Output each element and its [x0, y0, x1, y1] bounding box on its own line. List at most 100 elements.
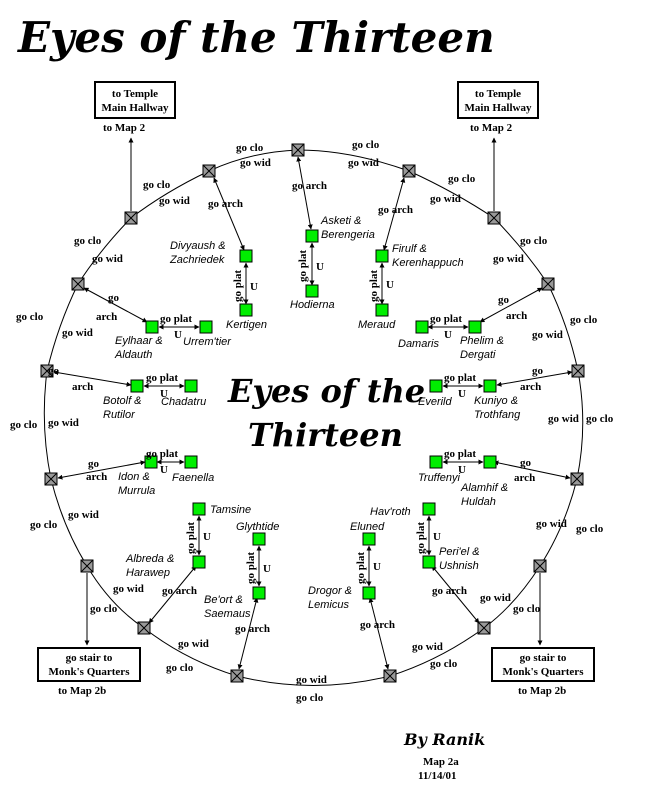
room-truffenyi[interactable] [429, 455, 443, 469]
room-eylhaar-aldauth[interactable] [145, 320, 159, 334]
cmd-label: U [373, 561, 381, 573]
room-urremtier[interactable] [199, 320, 213, 334]
room-names: Asketi & Berengeria Hodierna Divyaush & … [103, 215, 521, 620]
cmd-label: go plat [160, 313, 192, 325]
junction-node[interactable] [570, 472, 584, 486]
room-name: Peri'el & [439, 546, 480, 558]
cmd-label: go wid [548, 413, 579, 425]
room-name: Idon & [118, 471, 150, 483]
cmd-label: arch [506, 310, 527, 322]
junction-node[interactable] [71, 277, 85, 291]
room-name: Saemaus [204, 608, 251, 620]
room-damaris[interactable] [415, 320, 429, 334]
exit-paths [84, 137, 543, 646]
cmd-label: go arch [378, 204, 413, 216]
cmd-label: go clo [520, 235, 548, 247]
room-asketi-berengeria[interactable] [305, 229, 319, 243]
junction-node[interactable] [477, 621, 491, 635]
center-title-line2: Thirteen [248, 416, 403, 454]
room-albreda-harawep[interactable] [192, 555, 206, 569]
junction-node[interactable] [487, 211, 501, 225]
cmd-label: U [316, 261, 324, 273]
exit-box-top-left[interactable]: to Temple Main Hallway [94, 81, 176, 119]
cmd-label: go wid [92, 253, 123, 265]
room-faenella[interactable] [184, 455, 198, 469]
cmd-label: go arch [162, 585, 197, 597]
room-name: Glythtide [236, 521, 279, 533]
room-hodierna[interactable] [305, 284, 319, 298]
cmd-label: go wid [536, 518, 567, 530]
junction-node[interactable] [124, 211, 138, 225]
room-name: Albreda & [125, 553, 174, 565]
junction-node[interactable] [230, 669, 244, 683]
junction-node[interactable] [202, 164, 216, 178]
room-phelim-dergati[interactable] [468, 320, 482, 334]
room-name: Kuniyo & [474, 395, 518, 407]
junction-node[interactable] [80, 559, 94, 573]
room-name: Kertigen [226, 319, 267, 331]
room-havroth[interactable] [422, 502, 436, 516]
cmd-label: go clo [74, 235, 102, 247]
spoke-labels: go arch go arch go arch go arch go arch … [48, 180, 544, 635]
room-name: Aldauth [114, 349, 152, 361]
cmd-label: go plat [297, 250, 309, 282]
junction-node[interactable] [571, 364, 585, 378]
room-botolf-rutilor[interactable] [130, 379, 144, 393]
room-name: Ushnish [439, 560, 479, 572]
cmd-label: go wid [348, 157, 379, 169]
cmd-label: go wid [296, 674, 327, 686]
room-kuniyo-trothfang[interactable] [483, 379, 497, 393]
junction-node[interactable] [40, 364, 54, 378]
exit-box-top-right[interactable]: to Temple Main Hallway [457, 81, 539, 119]
room-name: Alamhif & [460, 482, 508, 494]
room-glythtide[interactable] [252, 532, 266, 546]
cmd-label: go clo [236, 142, 264, 154]
exit-box-bottom-right[interactable]: go stair to Monk's Quarters [491, 647, 595, 682]
room-chadatru[interactable] [184, 379, 198, 393]
cmd-label: go arch [235, 623, 270, 635]
cmd-label: go clo [430, 658, 458, 670]
junction-node[interactable] [137, 621, 151, 635]
room-name: Murrula [118, 485, 155, 497]
room-kertigen[interactable] [239, 303, 253, 317]
room-everild[interactable] [429, 379, 443, 393]
room-divyaush-zachriedek[interactable] [239, 249, 253, 263]
cmd-label: go clo [166, 662, 194, 674]
cmd-label: go plat [146, 372, 178, 384]
junction-node[interactable] [383, 669, 397, 683]
cmd-label: go wid [178, 638, 209, 650]
room-name: Eluned [350, 521, 385, 533]
room-firulf-kerenhappuch[interactable] [375, 249, 389, 263]
spoke-paths [53, 156, 573, 670]
junction-node[interactable] [291, 143, 305, 157]
room-drogor-lemicus[interactable] [362, 586, 376, 600]
room-name: Botolf & [103, 395, 142, 407]
cmd-label: U [458, 464, 466, 476]
junction-node[interactable] [533, 559, 547, 573]
cmd-label: U [263, 563, 271, 575]
room-name: Phelim & [460, 335, 504, 347]
room-meraud[interactable] [375, 303, 389, 317]
room-name: Truffenyi [418, 472, 461, 484]
room-idon-murrula[interactable] [144, 455, 158, 469]
room-name: Huldah [461, 496, 496, 508]
junction-node[interactable] [44, 472, 58, 486]
exit-box-bottom-left[interactable]: go stair to Monk's Quarters [37, 647, 141, 682]
room-name: Kerenhappuch [392, 257, 464, 269]
room-alamhif-huldah[interactable] [483, 455, 497, 469]
room-name: Everild [418, 396, 453, 408]
junction-node[interactable] [402, 164, 416, 178]
room-name: Harawep [126, 567, 170, 579]
junction-node[interactable] [541, 277, 555, 291]
cmd-label: go [532, 365, 544, 377]
room-tamsine[interactable] [192, 502, 206, 516]
cmd-label: go clo [30, 519, 58, 531]
cmd-label: U [444, 329, 452, 341]
room-eluned[interactable] [362, 532, 376, 546]
cmd-label: U [160, 464, 168, 476]
room-periel-ushnish[interactable] [422, 555, 436, 569]
junction-nodes [40, 143, 585, 683]
room-beort-saemaus[interactable] [252, 586, 266, 600]
cmd-label: go plat [232, 270, 244, 302]
